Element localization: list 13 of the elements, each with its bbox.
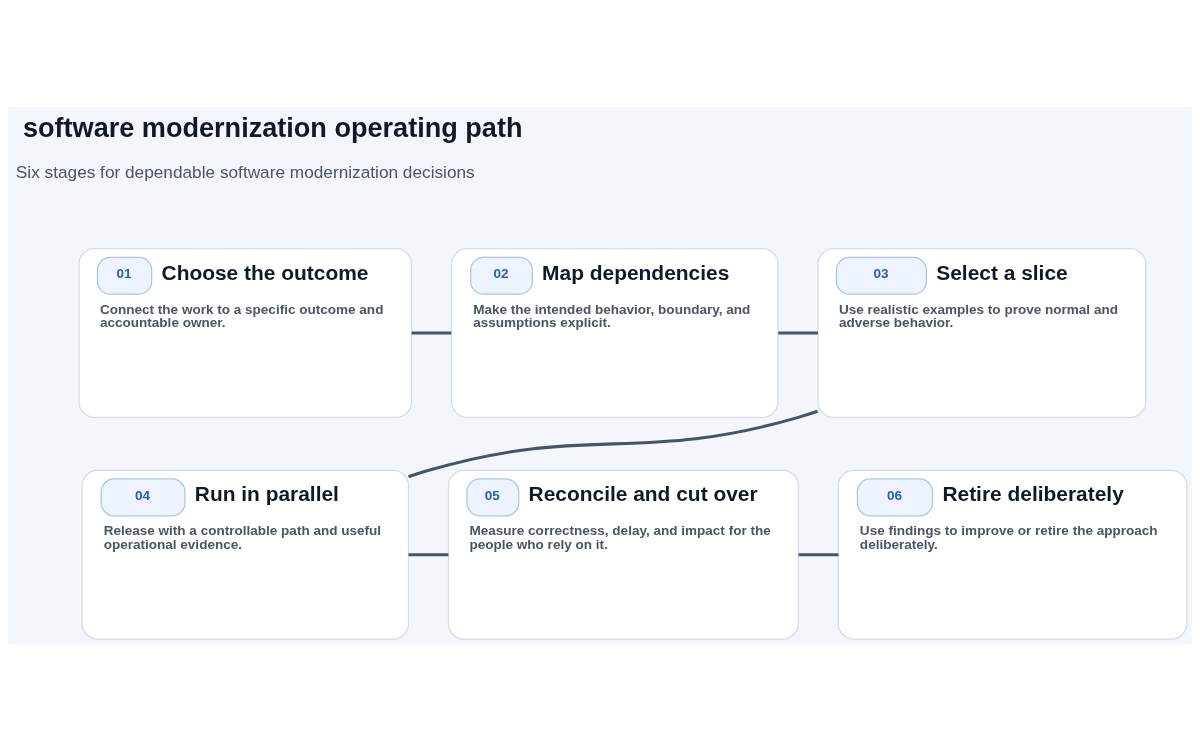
node-box: 04 Run in parallel Release with a controllable path and useful operational evidence.	[81, 469, 410, 640]
connector	[408, 552, 449, 556]
connector	[408, 409, 819, 478]
node-box: 02 Map dependencies Make the intended behavior, boundary, and assumptions explicit.	[450, 247, 779, 418]
node-box: 06 Retire deliberately Use findings to improve or retire the approach deliberately.	[837, 469, 1188, 640]
connector	[778, 330, 818, 335]
diagram-title: software modernization operating path	[22, 111, 523, 143]
node-box: 05 Reconcile and cut over Measure correctness, delay, and impact for the people who rely on it.	[447, 469, 799, 640]
node-box: 01 Choose the outcome Connect the work to a specific outcome and accountable owner.	[78, 247, 413, 418]
connector	[798, 552, 839, 556]
label: Six stages for dependable software modernization decisions	[15, 161, 475, 182]
connector	[411, 330, 452, 335]
node-box: 03 Select a slice Use realistic examples to prove normal and adverse behavior.	[817, 247, 1147, 418]
